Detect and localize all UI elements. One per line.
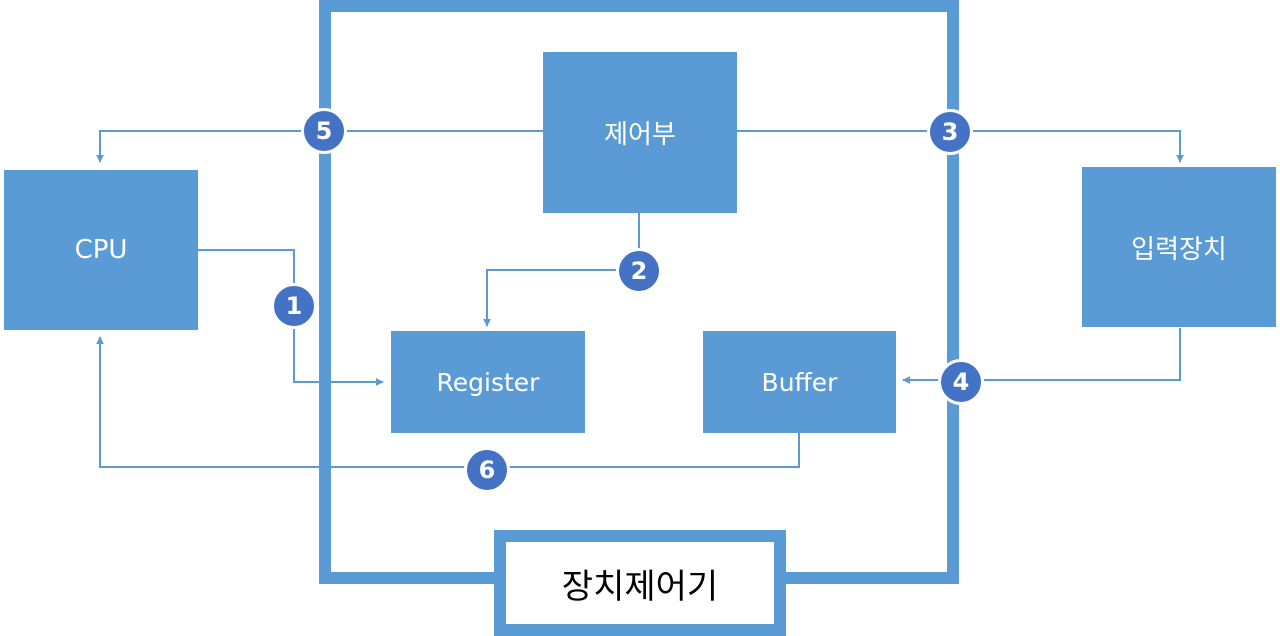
step-badge-2: 2 xyxy=(616,248,662,294)
input-device-box: 입력장치 xyxy=(1082,167,1276,327)
connector-buffer-to-cpu xyxy=(96,336,800,468)
connector-control-to-input xyxy=(737,130,1184,163)
buffer-box: Buffer xyxy=(703,331,896,433)
connector-input-to-buffer xyxy=(902,328,1181,384)
step-badge-3: 3 xyxy=(927,109,973,155)
step-badge-1: 1 xyxy=(271,283,317,329)
step-badge-4: 4 xyxy=(938,359,984,405)
control-unit-box: 제어부 xyxy=(543,52,737,213)
cpu-box: CPU xyxy=(4,170,198,330)
device-controller-label: 장치제어기 xyxy=(494,530,786,636)
step-badge-6: 6 xyxy=(464,447,510,493)
connector-control-to-cpu xyxy=(96,130,543,163)
step-badge-5: 5 xyxy=(301,108,347,154)
register-box: Register xyxy=(391,331,585,433)
connector-control-to-register xyxy=(483,213,640,327)
